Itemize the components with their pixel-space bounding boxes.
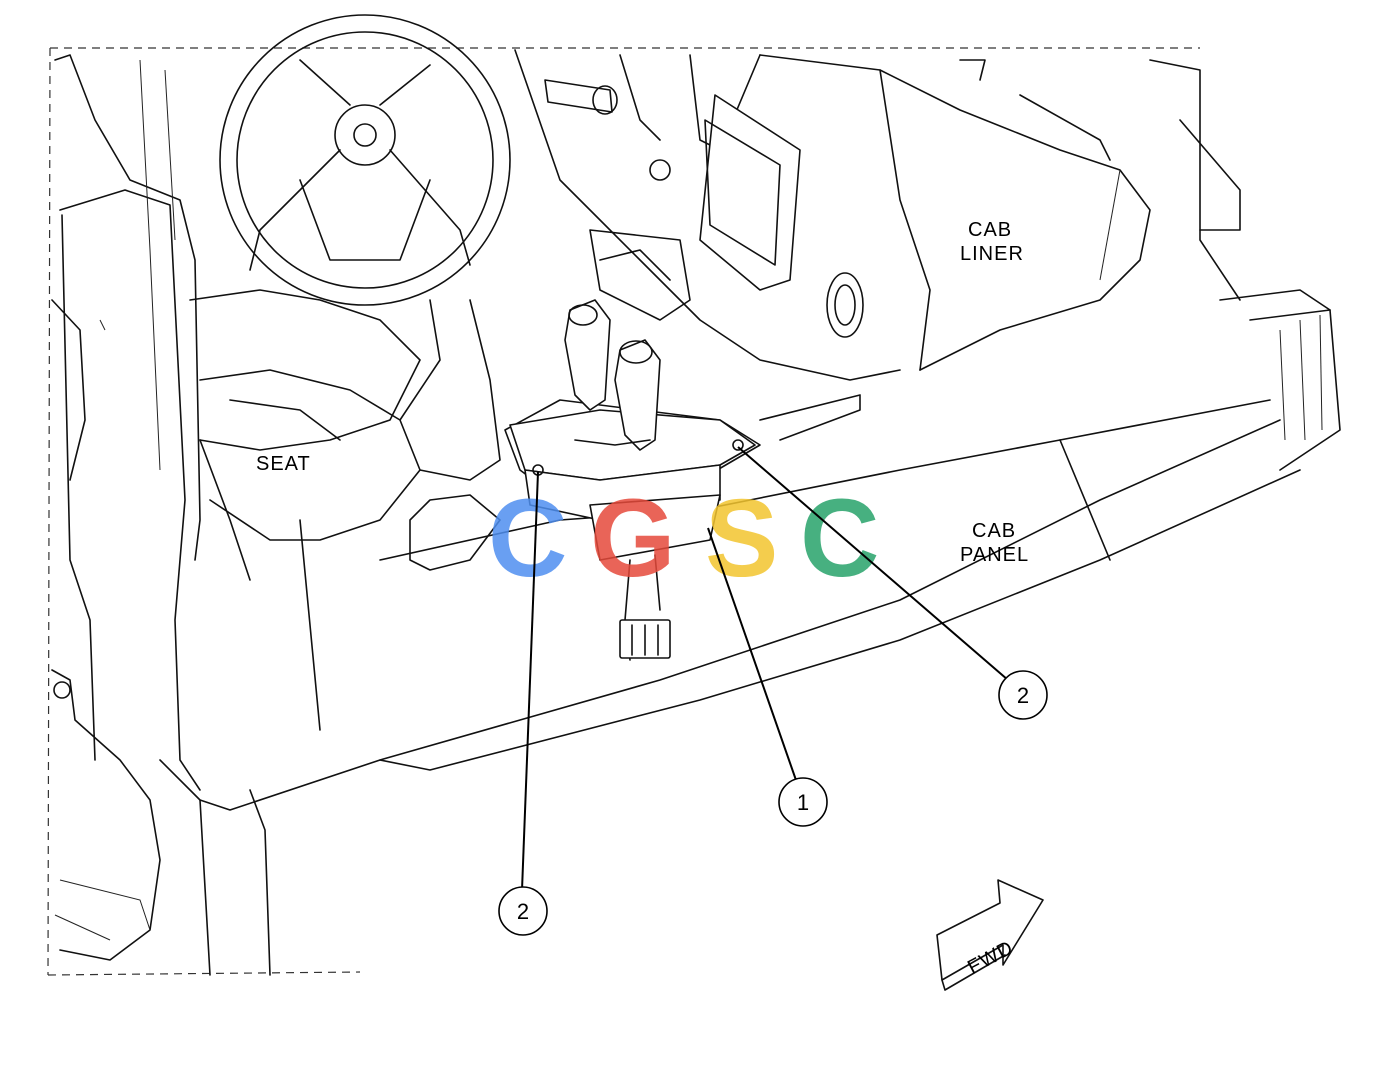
cab-panel bbox=[159, 289, 1341, 976]
dashboard bbox=[514, 49, 901, 381]
watermark-letter-g: G bbox=[590, 477, 676, 600]
callout-number: 2 bbox=[517, 899, 529, 924]
leader-line-2-left bbox=[521, 471, 539, 891]
cab-panel-label-line1: CAB bbox=[972, 520, 1016, 542]
callout-2-right: 2 bbox=[998, 670, 1048, 720]
control-assembly bbox=[509, 299, 756, 661]
callout-number: 1 bbox=[797, 790, 809, 815]
left-door-frame bbox=[51, 54, 201, 961]
cab-liner-label-line1: CAB bbox=[968, 219, 1012, 241]
watermark-letter-c2: C bbox=[800, 477, 879, 600]
steering-column bbox=[399, 299, 501, 481]
cab-panel-label-line2: PANEL bbox=[960, 544, 1029, 566]
callout-number: 2 bbox=[1017, 683, 1029, 708]
callout-2-left: 2 bbox=[498, 886, 548, 936]
leader-line-1 bbox=[707, 527, 798, 784]
fwd-arrow-icon: FWD bbox=[936, 879, 1044, 991]
steering-wheel bbox=[219, 14, 511, 306]
frame-lines bbox=[47, 47, 1200, 976]
seat-label: SEAT bbox=[256, 453, 311, 475]
cab-liner-label-line2: LINER bbox=[960, 243, 1024, 265]
cab-liner bbox=[759, 54, 1241, 371]
seat bbox=[189, 289, 421, 581]
watermark-letter-s: S bbox=[705, 477, 778, 600]
callout-1: 1 bbox=[778, 777, 828, 827]
leader-line-2-right bbox=[737, 446, 1009, 681]
watermark-letter-c1: C bbox=[488, 477, 567, 600]
leader-lines bbox=[521, 446, 1009, 891]
watermark-logo: C G S C bbox=[488, 477, 879, 600]
